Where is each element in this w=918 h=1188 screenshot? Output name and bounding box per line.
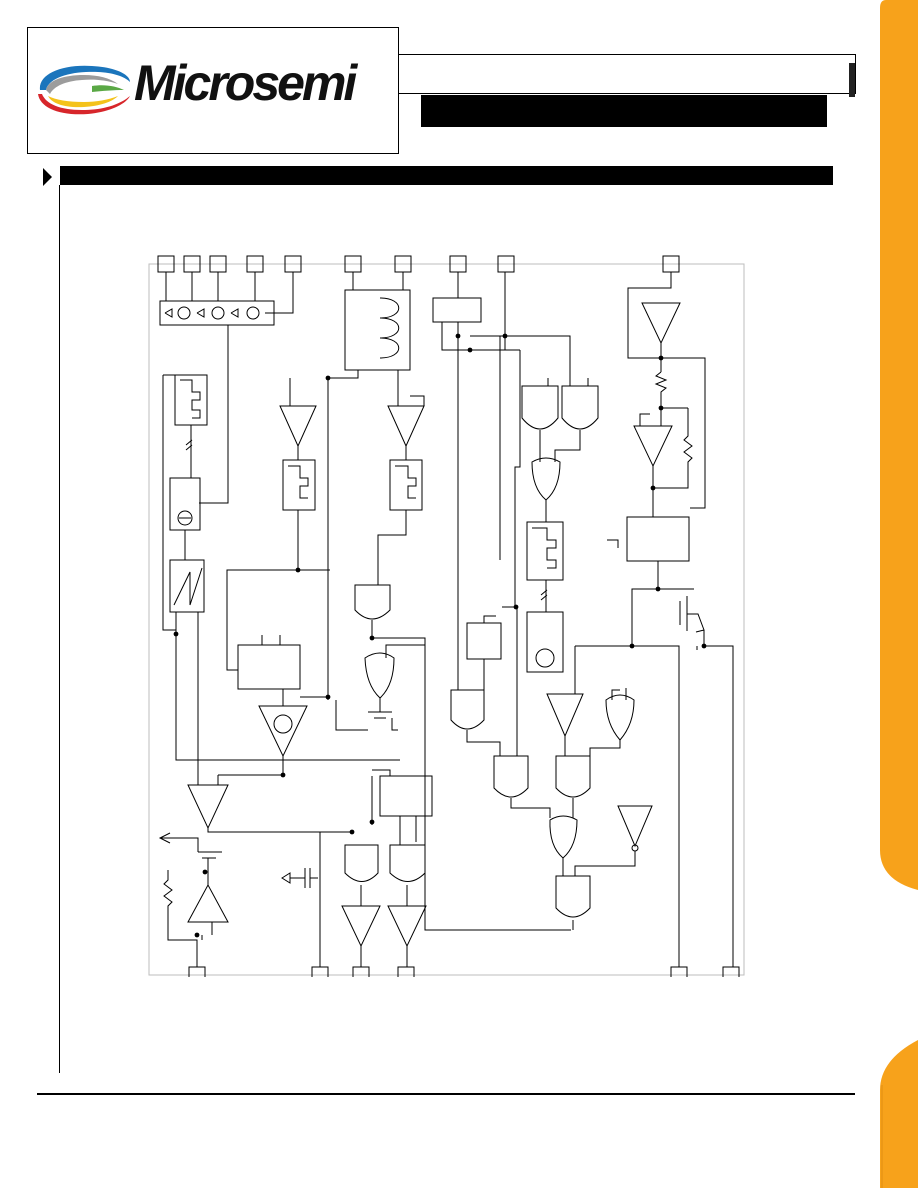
and-gate bbox=[521, 385, 559, 430]
footer-rule bbox=[37, 1093, 855, 1095]
amplifier bbox=[546, 693, 584, 738]
and-gate bbox=[561, 385, 599, 430]
pin bbox=[722, 966, 740, 977]
header-subtitle-bar bbox=[421, 95, 827, 127]
brand-logo-mark bbox=[38, 65, 130, 115]
or-gate bbox=[549, 815, 578, 859]
and-gate bbox=[450, 689, 485, 730]
amplifier bbox=[633, 425, 673, 468]
control-block bbox=[237, 644, 301, 690]
inverter bbox=[617, 805, 653, 848]
junctions bbox=[173, 333, 707, 938]
and-gate bbox=[493, 755, 529, 798]
left-margin-rule bbox=[59, 185, 60, 1073]
or-gate bbox=[531, 457, 561, 501]
section-heading-bar bbox=[60, 166, 833, 185]
amplifier bbox=[258, 705, 308, 758]
pulse-block bbox=[282, 459, 316, 511]
transformer-block bbox=[344, 289, 411, 371]
current-source-block bbox=[169, 477, 201, 531]
latch-block bbox=[466, 622, 502, 660]
and-gate bbox=[555, 755, 591, 798]
and-gate bbox=[389, 844, 426, 882]
amplifier bbox=[387, 405, 425, 448]
header-title-shadow bbox=[849, 63, 855, 97]
control-block bbox=[626, 516, 690, 562]
buffer bbox=[341, 905, 381, 948]
triangle-right-icon bbox=[43, 168, 52, 186]
amplifier bbox=[279, 405, 317, 448]
ramp-block bbox=[169, 559, 205, 613]
pulse-block bbox=[526, 521, 564, 581]
amplifier bbox=[187, 883, 229, 923]
amplifier bbox=[641, 302, 681, 345]
current-source-block bbox=[526, 611, 564, 673]
and-gate bbox=[344, 844, 379, 882]
or-gate bbox=[605, 694, 635, 741]
latch-block bbox=[432, 297, 482, 323]
brand-name: Microsemi bbox=[134, 55, 357, 111]
side-tab bbox=[880, 0, 918, 1188]
and-gate bbox=[354, 584, 391, 620]
logo-frame bbox=[27, 27, 399, 154]
or-gate bbox=[364, 652, 395, 699]
current-source-bank bbox=[159, 300, 275, 326]
diagram-outline bbox=[148, 263, 745, 976]
pin bbox=[497, 255, 515, 273]
control-block bbox=[379, 775, 433, 817]
buffer bbox=[387, 905, 427, 948]
pulse-block bbox=[389, 459, 423, 511]
pin bbox=[397, 966, 415, 977]
and-gate bbox=[555, 875, 591, 918]
block-diagram bbox=[148, 255, 745, 977]
pulse-block bbox=[174, 374, 208, 426]
amplifier bbox=[187, 784, 229, 830]
header-title-box bbox=[399, 54, 856, 94]
